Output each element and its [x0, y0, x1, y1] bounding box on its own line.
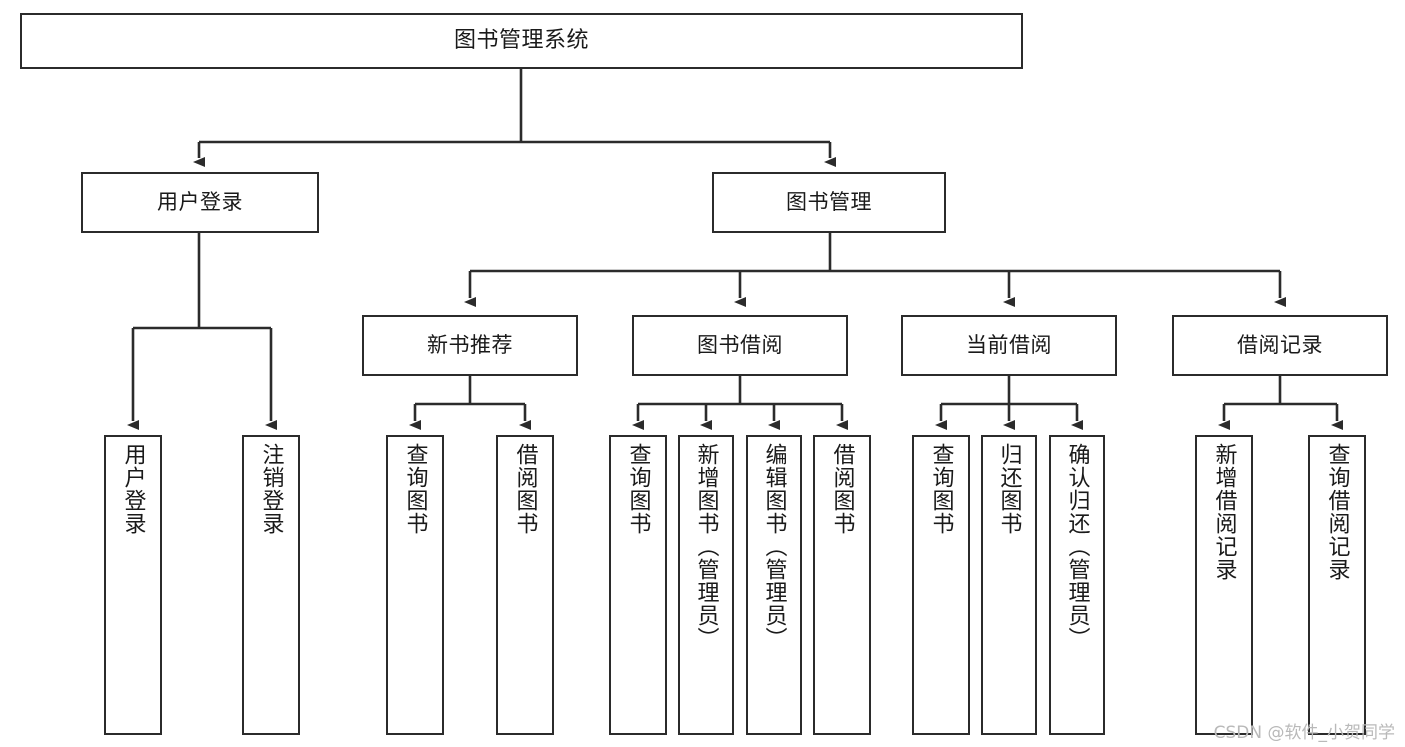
node-leaf-query-record[interactable]: 查询借阅记录 — [1308, 435, 1366, 735]
node-current-borrow-label: 当前借阅 — [966, 333, 1052, 358]
node-current-borrow[interactable]: 当前借阅 — [901, 315, 1117, 376]
node-user-login[interactable]: 用户登录 — [81, 172, 319, 233]
node-leaf-borrow-book-2-label: 借阅图书 — [829, 443, 855, 535]
node-leaf-user-login-label: 用户登录 — [120, 443, 146, 535]
node-leaf-borrow-book-2[interactable]: 借阅图书 — [813, 435, 871, 735]
csdn-watermark: CSDN @软件_小贺同学 — [1213, 723, 1395, 743]
node-leaf-borrow-book-1[interactable]: 借阅图书 — [496, 435, 554, 735]
node-user-login-label: 用户登录 — [157, 190, 243, 215]
node-book-borrow[interactable]: 图书借阅 — [632, 315, 848, 376]
node-leaf-query-book-1[interactable]: 查询图书 — [386, 435, 444, 735]
node-leaf-user-logout-label: 注销登录 — [258, 443, 284, 535]
node-leaf-query-book-1-label: 查询图书 — [402, 443, 428, 535]
node-leaf-query-book-2-label: 查询图书 — [625, 443, 651, 535]
node-leaf-add-record[interactable]: 新增借阅记录 — [1195, 435, 1253, 735]
node-new-book-recommend-label: 新书推荐 — [427, 333, 513, 358]
node-leaf-add-book[interactable]: 新增图书（管理员） — [678, 435, 734, 735]
node-leaf-query-book-3[interactable]: 查询图书 — [912, 435, 970, 735]
node-root[interactable]: 图书管理系统 — [20, 13, 1023, 69]
node-book-borrow-label: 图书借阅 — [697, 333, 783, 358]
node-leaf-borrow-book-1-label: 借阅图书 — [512, 443, 538, 535]
node-new-book-recommend[interactable]: 新书推荐 — [362, 315, 578, 376]
node-leaf-add-record-label: 新增借阅记录 — [1211, 443, 1237, 581]
node-leaf-edit-book[interactable]: 编辑图书（管理员） — [746, 435, 802, 735]
node-leaf-confirm-return[interactable]: 确认归还（管理员） — [1049, 435, 1105, 735]
node-borrow-record-label: 借阅记录 — [1237, 333, 1323, 358]
node-leaf-add-book-label: 新增图书（管理员） — [693, 443, 719, 650]
node-leaf-edit-book-label: 编辑图书（管理员） — [761, 443, 787, 650]
node-leaf-query-book-3-label: 查询图书 — [928, 443, 954, 535]
node-leaf-return-book-label: 归还图书 — [996, 443, 1022, 535]
node-leaf-user-login[interactable]: 用户登录 — [104, 435, 162, 735]
node-leaf-query-book-2[interactable]: 查询图书 — [609, 435, 667, 735]
node-root-label: 图书管理系统 — [453, 28, 589, 54]
node-borrow-record[interactable]: 借阅记录 — [1172, 315, 1388, 376]
node-leaf-user-logout[interactable]: 注销登录 — [242, 435, 300, 735]
node-book-manage-label: 图书管理 — [786, 190, 872, 215]
node-book-manage[interactable]: 图书管理 — [712, 172, 946, 233]
node-leaf-query-record-label: 查询借阅记录 — [1324, 443, 1350, 581]
node-leaf-return-book[interactable]: 归还图书 — [981, 435, 1037, 735]
node-leaf-confirm-return-label: 确认归还（管理员） — [1064, 443, 1090, 650]
